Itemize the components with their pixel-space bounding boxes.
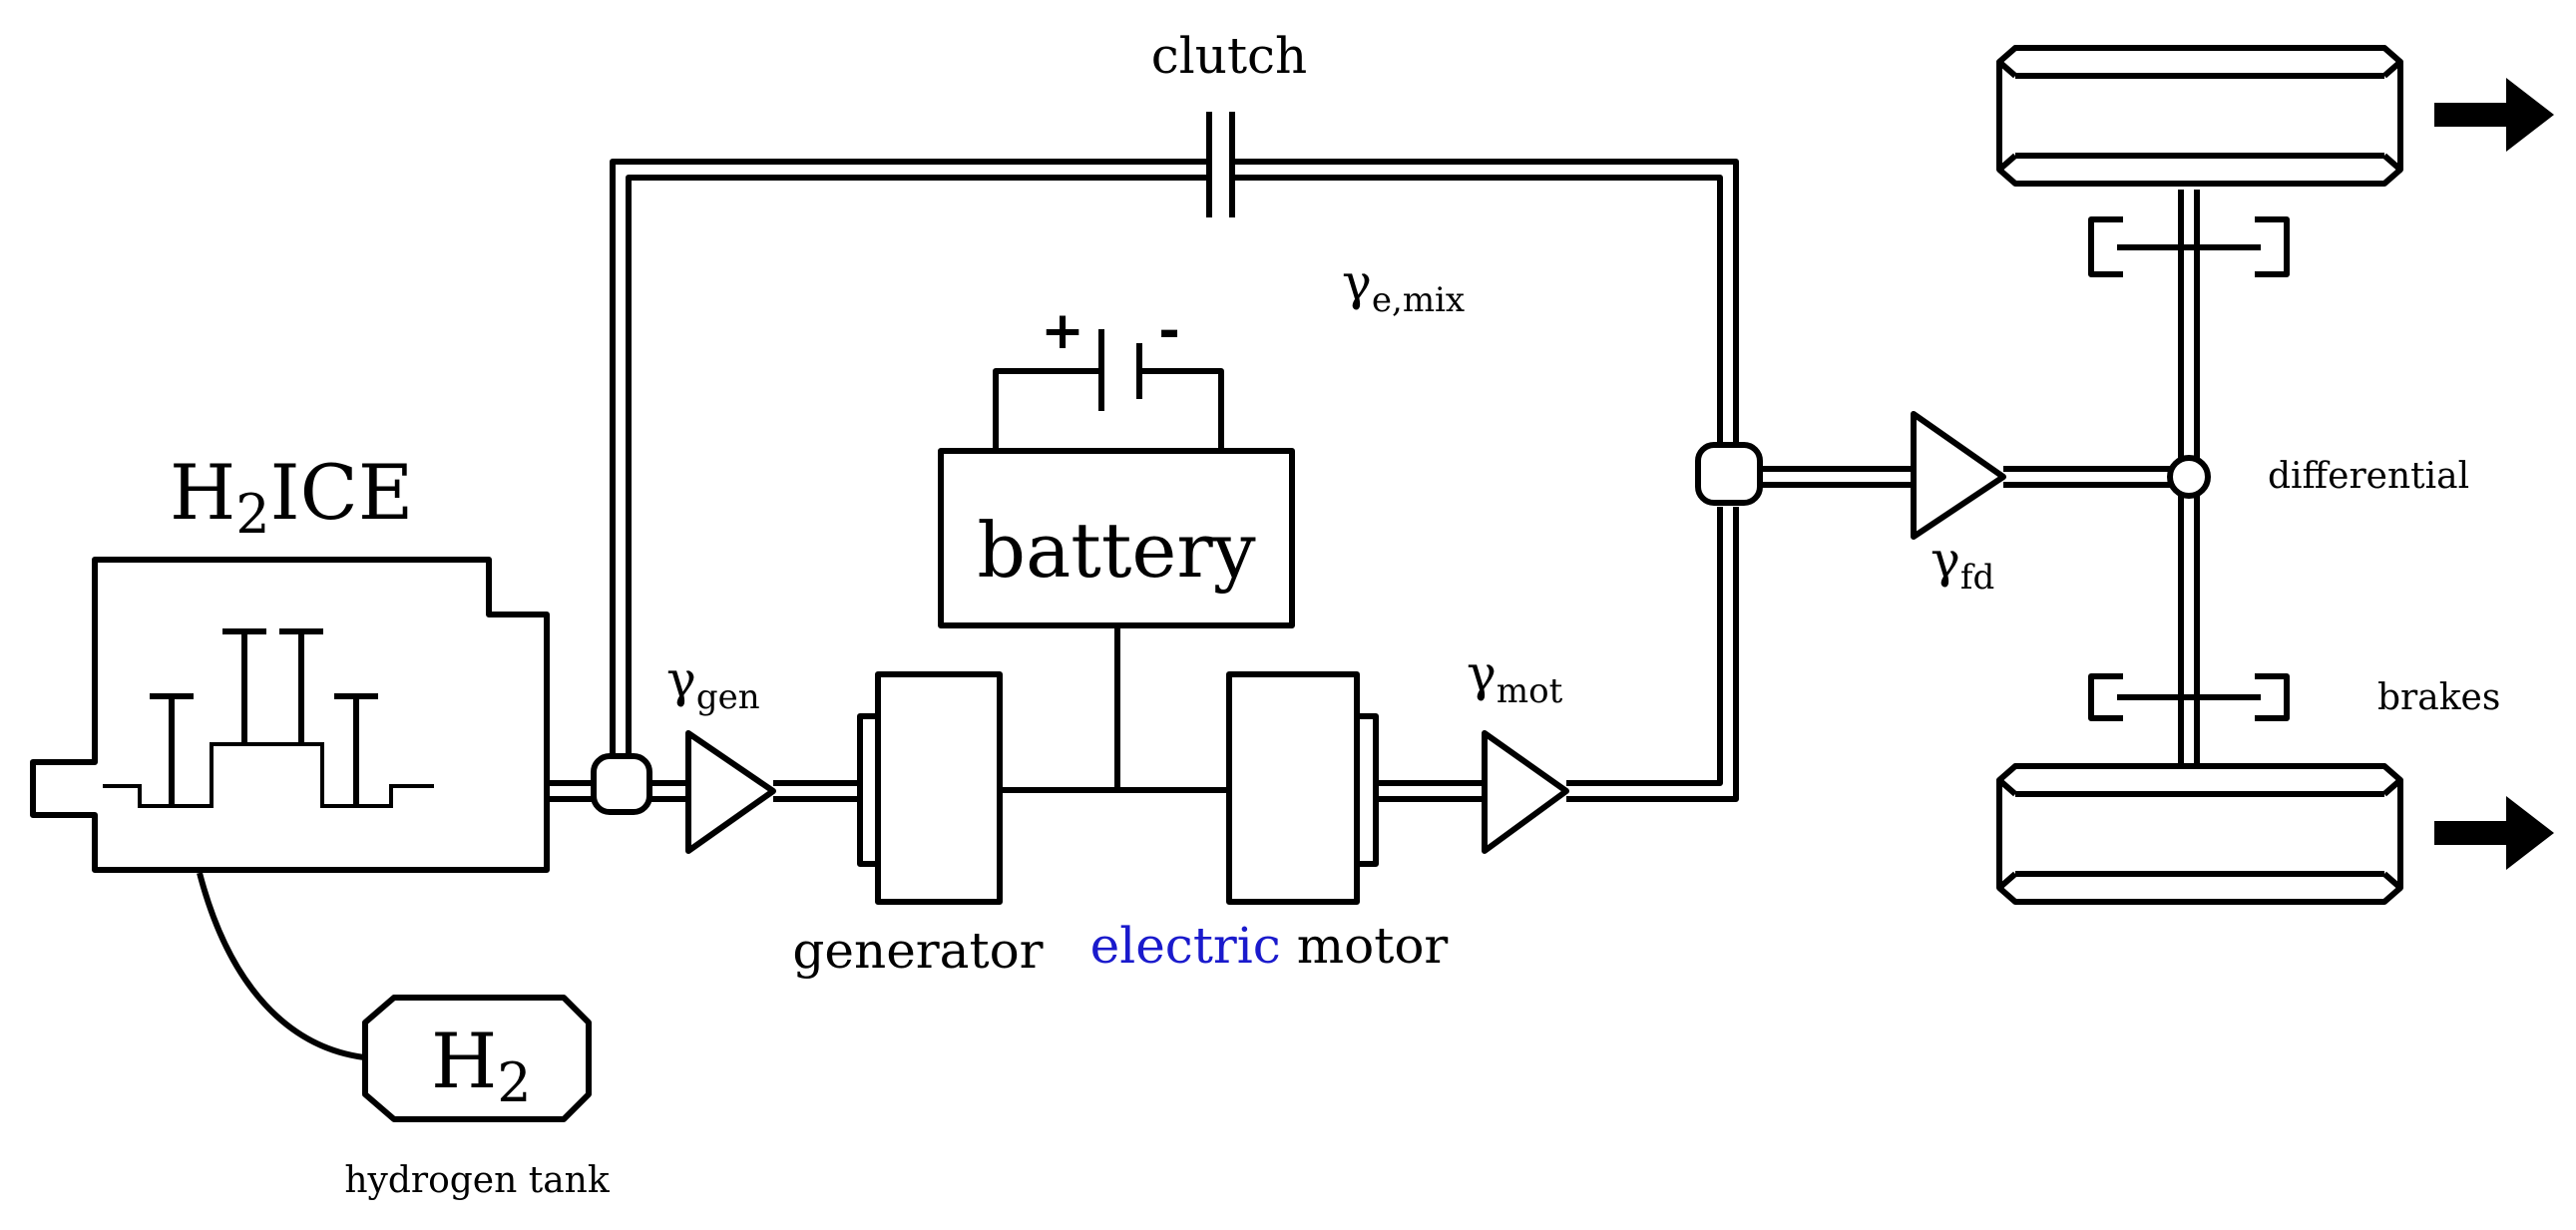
brakes-label: brakes	[2377, 677, 2500, 718]
clutch-label: clutch	[1151, 27, 1308, 85]
lower-brake	[2088, 673, 2290, 721]
gamma-mot-sub: mot	[1497, 671, 1563, 711]
electric-motor	[1226, 671, 1379, 905]
hydrogen-tank	[362, 995, 592, 1122]
fuel-line	[197, 872, 365, 1060]
tank-symbol-sub: 2	[497, 1051, 531, 1114]
electric-wires	[993, 368, 1227, 793]
clutch-symbol	[1206, 112, 1235, 217]
hydrogen-tank-label: hydrogen tank	[344, 1160, 611, 1201]
gamma-gen-sub: gen	[696, 677, 760, 717]
final-drive-gear	[1911, 411, 2006, 540]
generator-label: generator	[792, 922, 1043, 980]
tank-symbol-label: H2	[431, 1017, 532, 1114]
right-arrow-icon	[2434, 796, 2554, 870]
battery-cell-symbol	[1098, 329, 1142, 411]
differential	[2167, 455, 2211, 499]
battery-plus: +	[1041, 301, 1084, 361]
upper-wheel	[1996, 45, 2403, 187]
gamma-e-mix-label: γe,mix	[1342, 253, 1465, 320]
gamma-mot-base: γ	[1467, 644, 1497, 702]
h2ice-label-rest: ICE	[270, 448, 414, 537]
gamma-gen-base: γ	[666, 650, 696, 708]
gen-gear	[685, 730, 776, 854]
generator	[857, 671, 1003, 905]
lower-wheel	[1996, 763, 2403, 905]
gamma-mot-label: γmot	[1467, 644, 1563, 711]
output-coupling	[1695, 442, 1763, 506]
h2ice-engine	[30, 557, 550, 873]
gamma-e-mix-base: γ	[1342, 253, 1372, 311]
differential-label: differential	[2268, 456, 2469, 497]
h2ice-label-sub: 2	[235, 483, 269, 546]
motor-word: motor	[1297, 917, 1449, 975]
tank-symbol-h: H	[431, 1017, 497, 1105]
shaft-lines	[547, 159, 2200, 802]
engine-coupling	[591, 753, 652, 815]
gamma-fd-label: γfd	[1931, 531, 1994, 598]
electric-motor-label: electric motor	[1090, 917, 1449, 975]
h2ice-label: H2ICE	[170, 448, 413, 546]
gamma-fd-base: γ	[1931, 531, 1960, 589]
motor-gear	[1482, 730, 1569, 854]
electric-word: electric	[1090, 917, 1281, 975]
h2ice-label-h: H	[170, 448, 235, 537]
battery-label: battery	[977, 506, 1255, 595]
right-arrow-icon	[2434, 78, 2554, 152]
battery-minus: -	[1158, 301, 1180, 361]
upper-brake	[2088, 216, 2290, 277]
gamma-gen-label: γgen	[666, 650, 760, 717]
gamma-fd-sub: fd	[1960, 558, 1994, 598]
battery	[938, 448, 1295, 628]
gamma-e-mix-sub: e,mix	[1372, 280, 1465, 320]
